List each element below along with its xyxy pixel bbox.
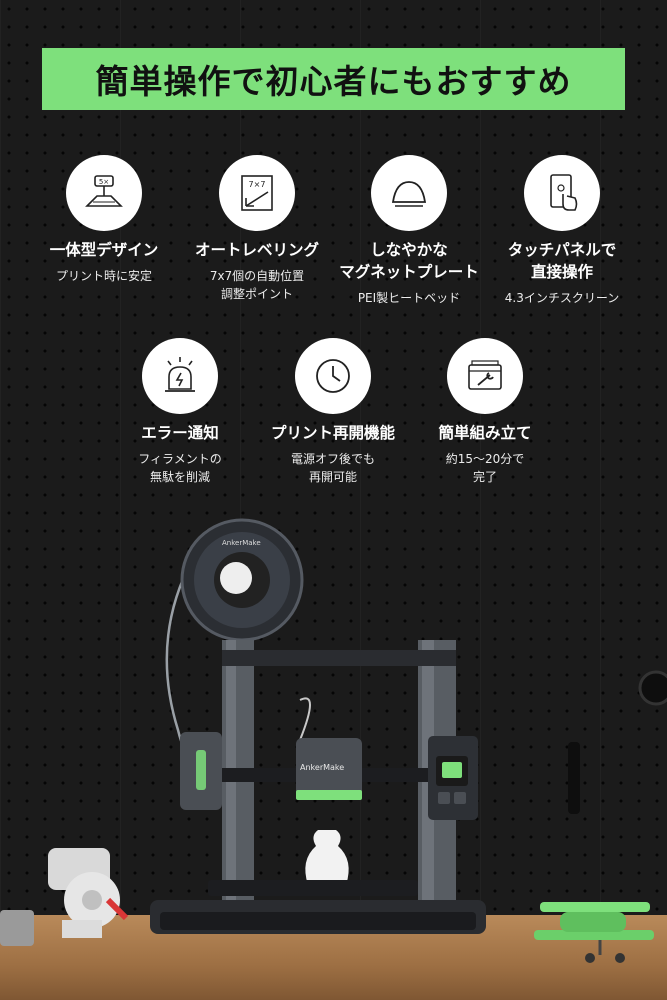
filament-spool: AnkerMake bbox=[180, 518, 304, 642]
printed-vase bbox=[305, 830, 349, 885]
feature-easy-assembly: 簡単組み立て 約15〜20分で 完了 bbox=[410, 338, 560, 486]
feature-icon-circle bbox=[142, 338, 218, 414]
svg-text:5×: 5× bbox=[99, 178, 109, 186]
spool-brand: AnkerMake bbox=[222, 539, 261, 547]
feature-subtitle: PEI製ヒートベッド bbox=[357, 291, 461, 305]
feature-title: タッチパネルで 直接操作 bbox=[507, 241, 617, 281]
headline-banner: 簡単操作で初心者にもおすすめ bbox=[42, 48, 625, 110]
feature-error-notice: エラー通知 フィラメントの 無駄を削減 bbox=[105, 338, 255, 486]
head-brand: AnkerMake bbox=[300, 763, 344, 772]
print-head: AnkerMake bbox=[296, 738, 362, 800]
headline-text: 簡単操作で初心者にもおすすめ bbox=[95, 62, 572, 101]
cable bbox=[299, 697, 311, 741]
toolbox-wrench-icon bbox=[468, 360, 502, 390]
feature-title: 簡単組み立て bbox=[438, 424, 532, 442]
feature-title: エラー通知 bbox=[141, 424, 219, 442]
feature-icon-circle: 5× bbox=[66, 155, 142, 231]
touch-panel-icon bbox=[550, 174, 578, 211]
feature-subtitle: プリント時に安定 bbox=[55, 269, 152, 283]
gear-model bbox=[48, 848, 129, 938]
feature-subtitle: 4.3インチスクリーン bbox=[504, 291, 620, 305]
feature-title: 一体型デザイン bbox=[49, 241, 159, 259]
small-cylinder-model bbox=[0, 910, 34, 946]
feature-subtitle: 約15〜20分で 完了 bbox=[445, 452, 525, 484]
svg-text:7×7: 7×7 bbox=[249, 180, 266, 189]
wall-hook bbox=[568, 742, 580, 814]
feature-integrated-design: 5× 一体型デザイン プリント時に安定 bbox=[29, 155, 179, 285]
feature-icon-circle bbox=[371, 155, 447, 231]
airplane-model bbox=[534, 902, 654, 963]
auto-leveling-grid-icon: 7×7 bbox=[241, 175, 273, 211]
feature-subtitle: 7x7個の自動位置 調整ポイント bbox=[209, 269, 305, 301]
feature-touch-panel: タッチパネルで 直接操作 4.3インチスクリーン bbox=[487, 155, 637, 307]
wall-knob bbox=[638, 670, 667, 706]
clock-icon bbox=[316, 359, 350, 393]
feature-magnetic-plate: しなやかな マグネットプレート PEI製ヒートベッド bbox=[334, 155, 484, 307]
feature-icon-circle bbox=[447, 338, 523, 414]
frame-top-bar bbox=[222, 650, 456, 666]
compact-printer-icon: 5× bbox=[85, 175, 123, 207]
feature-icon-circle: 7×7 bbox=[219, 155, 295, 231]
feature-print-resume: プリント再開機能 電源オフ後でも 再開可能 bbox=[258, 338, 408, 486]
control-panel bbox=[428, 736, 478, 820]
print-bed bbox=[208, 880, 418, 896]
feature-subtitle: フィラメントの 無駄を削減 bbox=[138, 452, 222, 484]
feature-title: プリント再開機能 bbox=[270, 424, 395, 442]
feature-auto-leveling: 7×7 オートレベリング 7x7個の自動位置 調整ポイント bbox=[182, 155, 332, 303]
feature-subtitle: 電源オフ後でも 再開可能 bbox=[290, 452, 375, 484]
flexible-plate-icon bbox=[391, 181, 427, 207]
feature-icon-circle bbox=[524, 155, 600, 231]
feature-icon-circle bbox=[295, 338, 371, 414]
error-alarm-icon bbox=[165, 357, 195, 392]
feature-title: オートレベリング bbox=[194, 241, 319, 259]
feature-title: しなやかな マグネットプレート bbox=[339, 241, 479, 281]
